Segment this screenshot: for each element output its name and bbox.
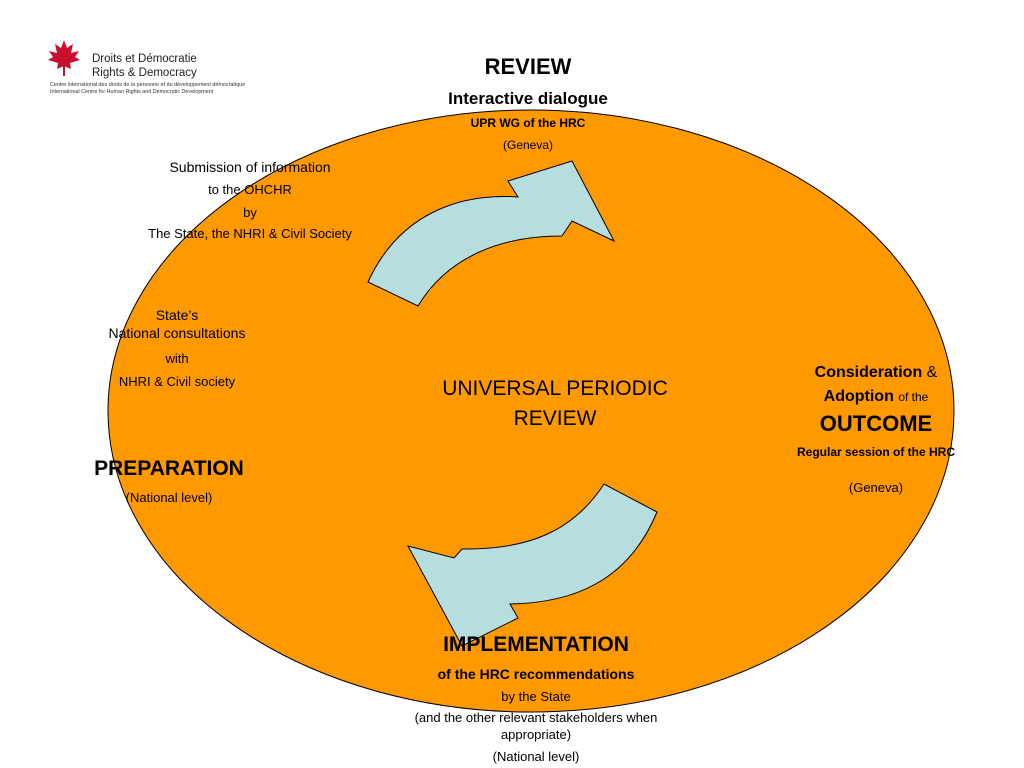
upper-curved-arrow	[367, 160, 616, 307]
implementation-line1: by the State	[501, 689, 571, 704]
implementation-line3: appropriate)	[500, 727, 572, 742]
consultations-line3: with	[165, 351, 189, 366]
lower-curved-arrow	[407, 483, 658, 647]
outcome-session: Regular session of the HRC	[796, 445, 956, 459]
logo-name-fr: Droits et Démocratie	[92, 53, 197, 65]
submission-line2: to the OHCHR	[208, 182, 292, 197]
maple-leaf-icon	[48, 40, 80, 76]
outcome-adoption-line: Adoption of the	[766, 388, 986, 406]
logo-name-en: Rights & Democracy	[92, 67, 197, 79]
implementation-line2: (and the other relevant stakeholders whe…	[414, 710, 658, 725]
consultations-line1: State’s	[155, 307, 199, 323]
center-title-line2: REVIEW	[513, 407, 597, 430]
cycle-ellipse	[107, 109, 955, 713]
preparation-title: PREPARATION	[94, 457, 244, 480]
preparation-location: (National level)	[125, 490, 213, 505]
outcome-ampersand: &	[926, 364, 938, 381]
outcome-title: OUTCOME	[819, 411, 933, 436]
submission-line1: Submission of information	[169, 159, 331, 175]
implementation-title: IMPLEMENTATION	[443, 633, 629, 656]
logo: Droits et Démocratie Rights & Democracy …	[42, 38, 272, 98]
logo-subtitle-fr: Centre international des droits de la pe…	[50, 82, 246, 88]
review-location: (Geneva)	[502, 138, 554, 152]
review-title: REVIEW	[484, 54, 572, 79]
logo-subtitle-en: International Centre for Human Rights an…	[50, 89, 214, 95]
submission-line3: by	[243, 205, 257, 220]
outcome-location: (Geneva)	[848, 480, 904, 495]
submission-line4: The State, the NHRI & Civil Society	[148, 226, 352, 241]
outcome-adoption: Adoption	[823, 388, 894, 405]
implementation-location: (National level)	[492, 749, 580, 764]
consultations-line4: NHRI & Civil society	[118, 374, 236, 389]
outcome-of-the: of the	[898, 390, 929, 404]
outcome-consideration: Consideration	[814, 364, 923, 381]
review-subtitle: Interactive dialogue	[448, 89, 608, 108]
center-title-line1: UNIVERSAL PERIODIC	[442, 377, 668, 400]
review-body: UPR WG of the HRC	[470, 116, 586, 130]
consultations-line2: National consultations	[108, 325, 246, 341]
outcome-consideration-line: Consideration &	[766, 364, 986, 382]
implementation-subtitle: of the HRC recommendations	[437, 666, 635, 682]
